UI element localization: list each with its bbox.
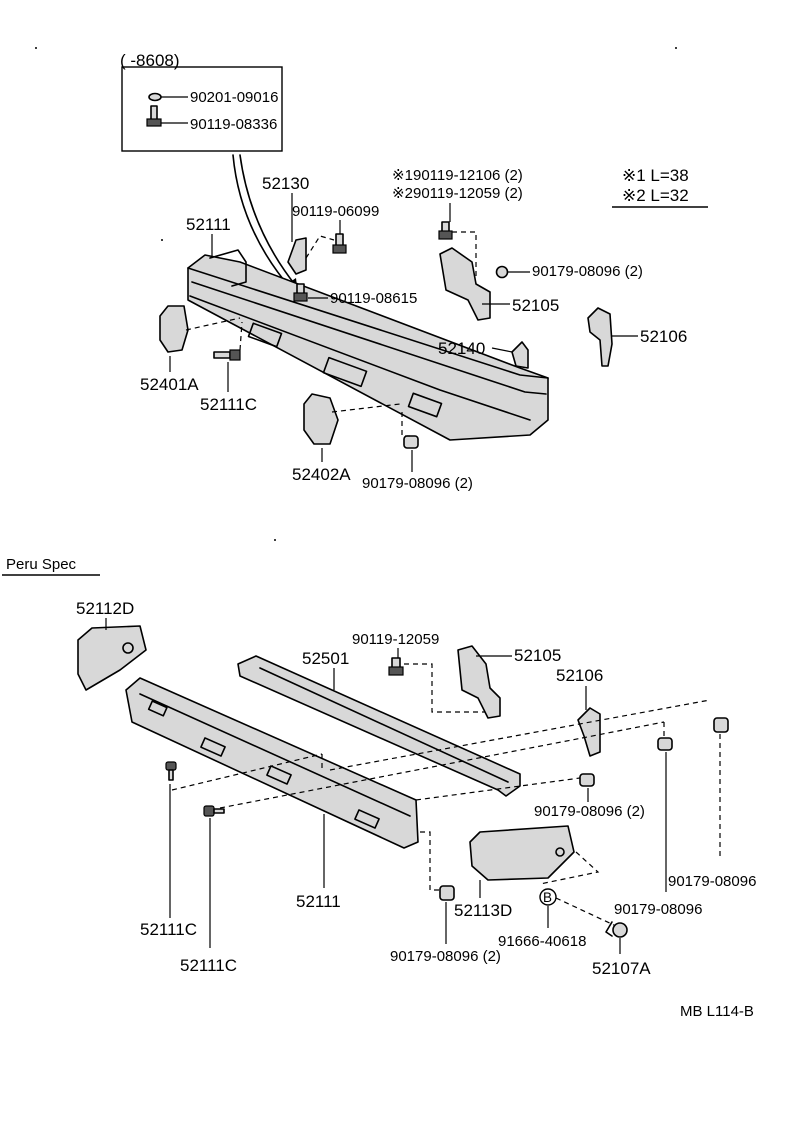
label-52111: 52111 — [186, 215, 231, 234]
upper-bumper — [187, 249, 549, 441]
label-52105-lower: 52105 — [514, 646, 561, 665]
label-90179-08096-lower-d: 90179-08096 (2) — [390, 948, 501, 965]
inset-part-2: 90119-08336 — [190, 116, 277, 133]
label-52402A: 52402A — [292, 465, 351, 484]
notes-block: ※1 90119-12106 (2) ※2 90119-12059 (2) ※1… — [392, 166, 708, 208]
bolt-90119-12059-icon — [388, 657, 404, 676]
arrow-curve — [232, 154, 293, 291]
marker-b-letter: B — [543, 890, 552, 905]
nut-lower-a-icon — [579, 773, 595, 787]
bracket-52106-upper — [587, 307, 613, 367]
label-52111C-lower-a: 52111C — [140, 920, 197, 939]
label-52106-lower: 52106 — [556, 666, 603, 685]
footer-code: MB L114-B — [680, 1003, 754, 1020]
bolt-note-icon — [438, 221, 453, 240]
label-90179-08096-upper-a: 90179-08096 (2) — [532, 263, 643, 280]
bolt-52111C-lower-b-icon — [203, 805, 225, 817]
label-90119-08615: 90119-08615 — [330, 290, 417, 307]
endcap-52401A — [159, 305, 189, 353]
nut-icon — [495, 265, 509, 279]
marker-b-icon: B — [539, 888, 557, 906]
label-52105-upper: 52105 — [512, 296, 559, 315]
label-90179-08096-lower-a: 90179-08096 (2) — [534, 803, 645, 820]
label-52107A: 52107A — [592, 959, 651, 978]
label-52111C-upper: 52111C — [200, 395, 257, 414]
bracket-52105 — [439, 247, 491, 321]
note-line-2-mark: ※2 — [392, 185, 413, 202]
bolt-icon — [146, 105, 162, 127]
clip-52107A-icon — [605, 921, 628, 938]
note-line-1-parts: 90119-12106 (2) — [413, 167, 523, 184]
label-52140: 52140 — [438, 339, 485, 358]
label-52501: 52501 — [302, 649, 349, 668]
cover-52112D — [77, 625, 147, 691]
label-90179-08096-lower-b: 90179-08096 — [668, 873, 756, 890]
label-52112D: 52112D — [76, 599, 134, 618]
inset-part-1: 90201-09016 — [190, 89, 278, 106]
bumper-52111-lower — [125, 677, 419, 849]
label-52111C-lower-b: 52111C — [180, 956, 237, 975]
bracket-52140 — [511, 341, 529, 369]
label-52111-lower: 52111 — [296, 892, 341, 911]
nut-bottom-icon — [403, 435, 419, 449]
section-label-peru-spec: Peru Spec — [6, 556, 77, 573]
bolt-90119-06099-icon — [332, 233, 347, 254]
legend-line-2: ※2 L=32 — [622, 186, 689, 205]
label-90179-08096-upper-b: 90179-08096 (2) — [362, 475, 473, 492]
nut-lower-b-icon — [713, 717, 729, 733]
note-line-1-mark: ※1 — [392, 167, 413, 184]
inset-range-label: ( -8608) — [120, 51, 180, 70]
bracket-52105-lower — [457, 645, 501, 719]
washer-icon — [148, 92, 162, 102]
label-52113D: 52113D — [454, 901, 512, 920]
label-90119-06099: 90119-06099 — [292, 203, 379, 220]
bolt-52111C-lower-a-icon — [165, 761, 177, 781]
note-line-2-parts: 90119-12059 (2) — [413, 185, 523, 202]
bar-52501 — [237, 655, 521, 797]
endcap-52113D — [469, 825, 575, 881]
label-52106-upper: 52106 — [640, 327, 687, 346]
inset-box: ( -8608) 90201-09016 90119-08336 — [120, 51, 283, 152]
legend-line-1: ※1 L=38 — [622, 166, 689, 185]
bolt-52111C-icon — [213, 349, 241, 361]
nut-lower-c-icon — [657, 737, 673, 751]
label-91666-40618: 91666-40618 — [498, 933, 586, 950]
bracket-52130 — [287, 237, 307, 275]
label-90179-08096-lower-c: 90179-08096 — [614, 901, 702, 918]
label-52130: 52130 — [262, 174, 309, 193]
bracket-52106-lower — [577, 707, 601, 757]
arrow-curve-2 — [239, 154, 297, 287]
nut-lower-d-icon — [439, 885, 455, 901]
bolt-90119-08615-icon — [293, 283, 308, 302]
label-52401A: 52401A — [140, 375, 199, 394]
label-90119-12059: 90119-12059 — [352, 631, 439, 648]
endcap-52402A — [303, 393, 339, 445]
